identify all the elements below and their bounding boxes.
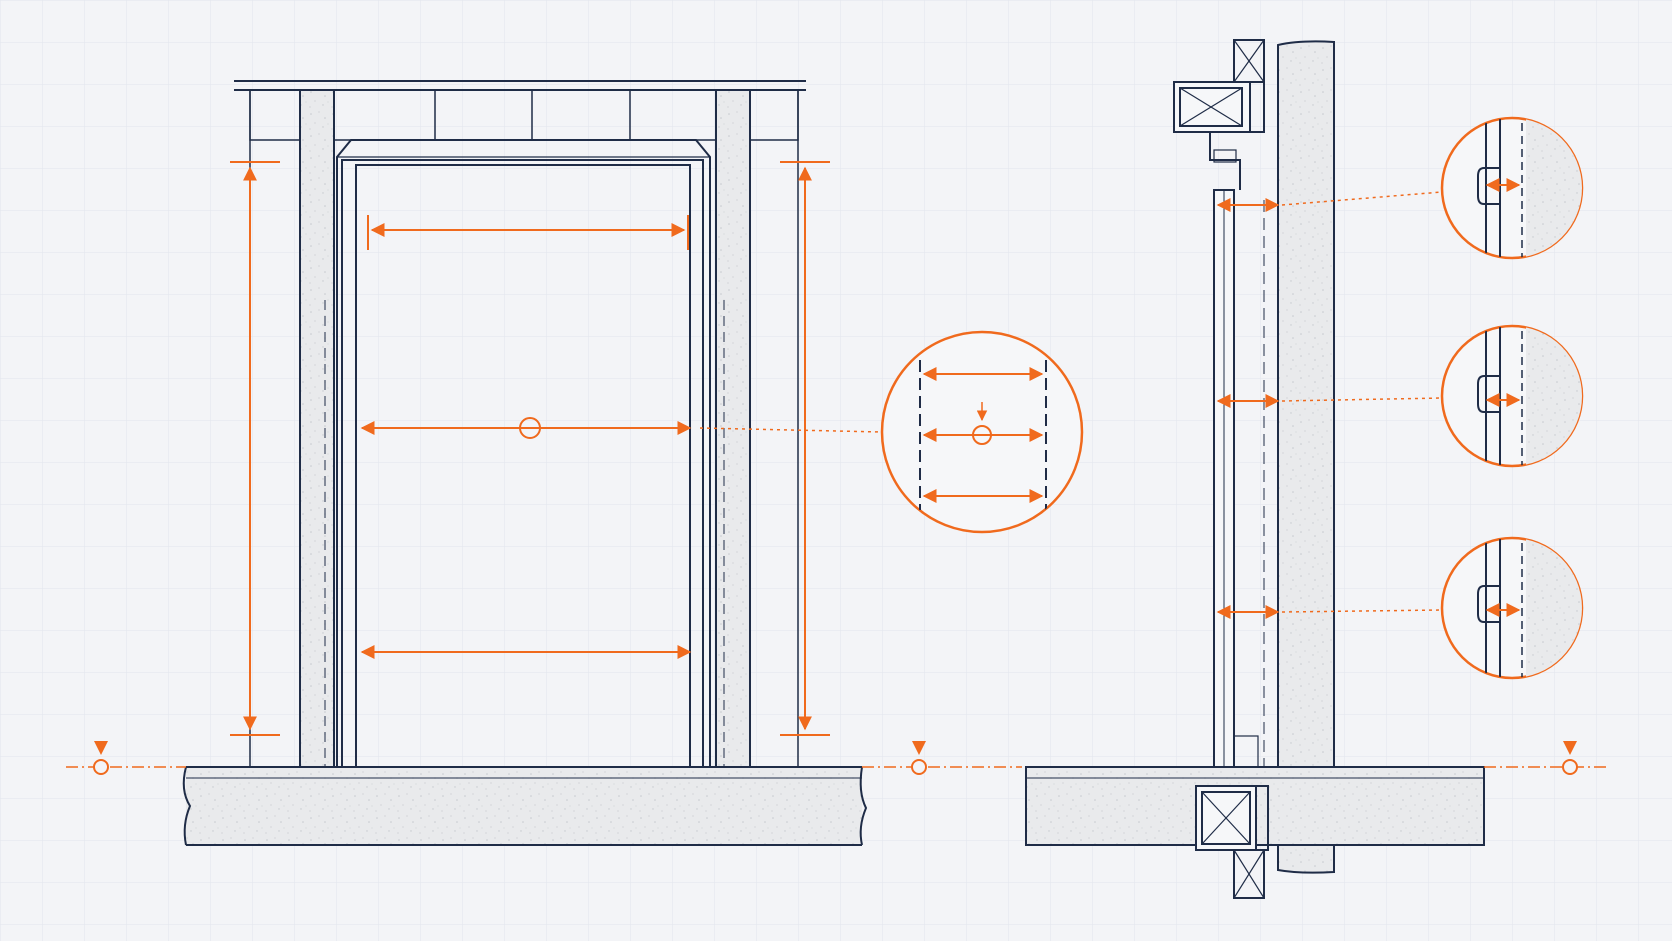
- center-point-icon: [519, 417, 541, 439]
- gap-detail-callout: [880, 330, 1084, 534]
- section-dimensions: [1216, 191, 1443, 619]
- wall-section-with-door-frame: [1025, 39, 1485, 899]
- level-marker-icon: [1562, 741, 1578, 775]
- door-frame-front-elevation: [182, 80, 868, 846]
- section-detail-middle: [1440, 324, 1584, 468]
- level-marker-icon: [911, 741, 927, 775]
- crossed-box-icon: [1201, 791, 1251, 845]
- front-dimensions: [230, 161, 883, 736]
- crossed-box-icon: [1179, 87, 1243, 127]
- level-marker-icon: [93, 741, 109, 775]
